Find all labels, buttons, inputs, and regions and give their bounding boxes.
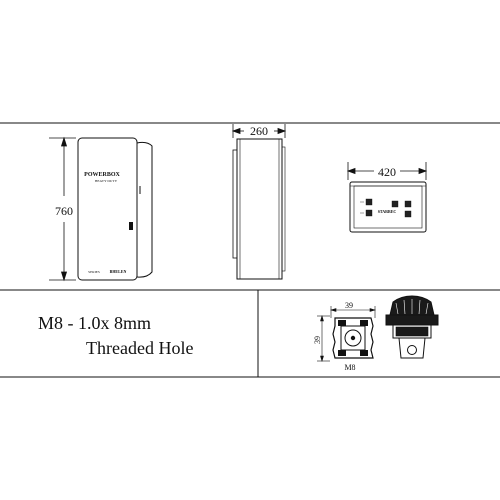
detail-caption: M8 [344, 363, 355, 372]
depth-dimension [231, 124, 287, 138]
footer-left: SERIES [88, 270, 100, 274]
side-cover [136, 141, 153, 278]
top-body [349, 181, 427, 233]
height-dimension [49, 136, 76, 282]
mount-detail: 39 39 M8 [313, 301, 377, 372]
front-view: 760 POWERBOX HEAVY DUTY SERIES BHELEN [49, 136, 153, 282]
gland-detail [385, 295, 439, 359]
top-view: 420 STARBEC [346, 162, 428, 233]
side-body [236, 138, 283, 280]
brand-sub: HEAVY DUTY [95, 179, 118, 183]
width-label: 420 [378, 165, 396, 179]
threaded-hole [344, 329, 362, 347]
terminal-blocks [360, 198, 412, 218]
width-dimension [346, 162, 428, 180]
side-view: 260 [231, 124, 287, 280]
thread-note-line1: M8 - 1.0x 8mm [38, 313, 152, 333]
height-label: 760 [55, 204, 73, 218]
latch [129, 222, 133, 230]
detail-width-label: 39 [345, 301, 353, 310]
brand-text: POWERBOX [84, 172, 120, 178]
footer-right: BHELEN [110, 269, 127, 274]
front-panel [77, 137, 138, 281]
side-lip [232, 149, 238, 259]
panel-text: STARBEC [378, 209, 397, 214]
thread-note-line2: Threaded Hole [86, 338, 194, 358]
depth-label: 260 [250, 124, 268, 138]
frame [0, 122, 500, 378]
detail-height-label: 39 [313, 336, 322, 344]
mount-plate [332, 317, 374, 359]
